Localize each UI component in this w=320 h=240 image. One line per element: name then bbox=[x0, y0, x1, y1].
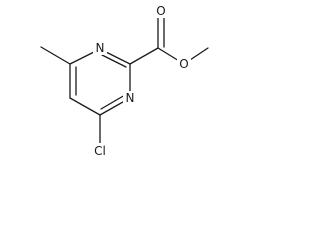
bond-methyl bbox=[40, 46, 71, 65]
oxygen-ester-label: O bbox=[179, 57, 188, 71]
chlorine-label: Cl bbox=[94, 144, 106, 158]
nitrogen-top-label: N bbox=[96, 41, 105, 55]
bond-c4-c5b bbox=[69, 97, 101, 116]
oxygen-carbonyl-label: O bbox=[156, 4, 165, 18]
bond-c2-carbonyl-c bbox=[129, 47, 159, 65]
nitrogen-bottom-label: N bbox=[126, 91, 135, 105]
bond-n3-c4-double bbox=[100, 94, 126, 110]
bond-n-c2-double bbox=[101, 54, 127, 68]
chemical-structure-diagram: N N O O Cl bbox=[40, 4, 209, 158]
